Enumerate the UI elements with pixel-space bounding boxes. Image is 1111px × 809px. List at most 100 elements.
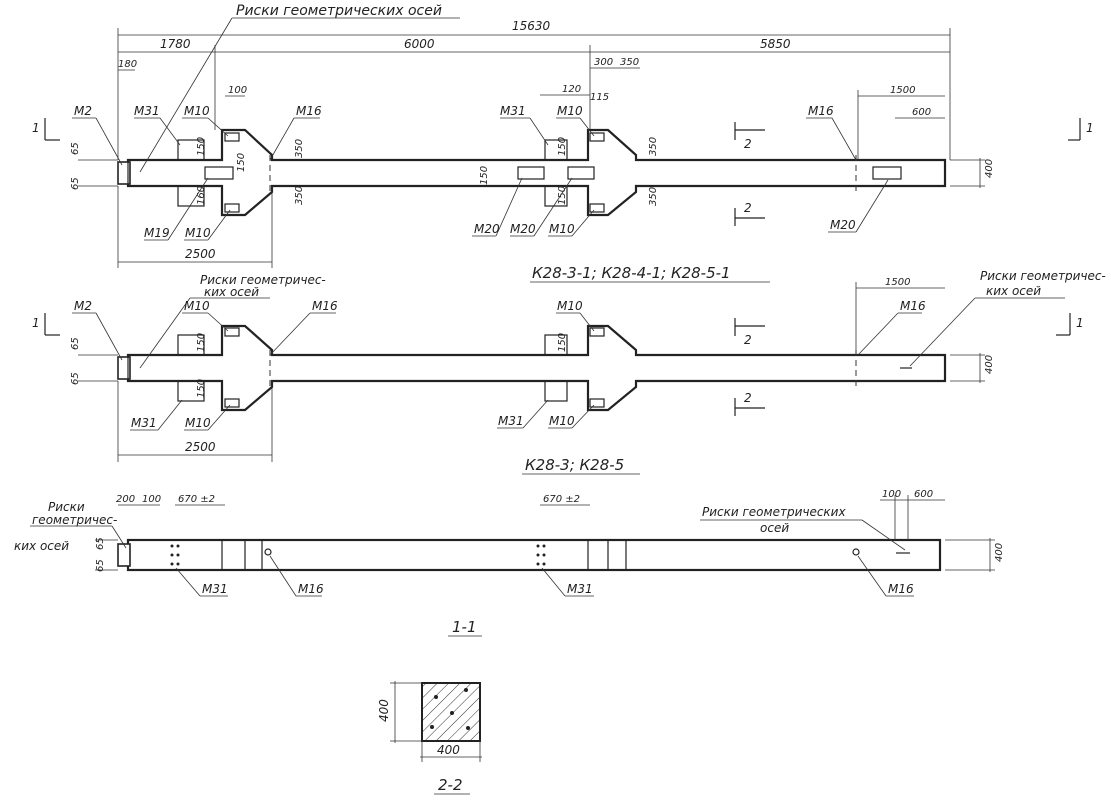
label-marks-plan-right-2: осей [760, 521, 789, 535]
section-mark-2-bottom: 2 [744, 201, 752, 215]
dim-100-b: 100 [882, 489, 901, 500]
dim-6000: 6000 [404, 37, 435, 51]
dim-600-plan: 600 [914, 489, 933, 500]
label-marks-left-1: Риски геометричес- [200, 273, 326, 287]
dim-350-top: 350 [620, 57, 639, 68]
label-m10-b-2: М10 [557, 299, 583, 313]
label-m16-a: М16 [296, 104, 322, 118]
embed-m31-plan-mid [536, 544, 546, 566]
label-marks-plan-left-1: Риски [48, 500, 85, 514]
dim-350-a: 350 [294, 139, 305, 158]
embed-m31-mid-bottom-2 [544, 380, 568, 402]
dim-2500-2: 2500 [185, 440, 216, 454]
embed-m10-top-mid [589, 132, 605, 142]
dim-160: 160 [196, 186, 207, 205]
embed-m31-bottom [177, 185, 205, 207]
elevation-2: 400 65 65 150 150 150 1500 2500 Риски ге… [32, 269, 1106, 475]
embed-m31-mid-top-2 [544, 334, 568, 356]
dim-300: 300 [594, 57, 613, 68]
dim-65-a-2: 65 [70, 337, 81, 350]
section-mark-2-top-2: 2 [744, 333, 752, 347]
label-m31-plan-b: М31 [567, 582, 593, 596]
elevation-2-title: К28-3; К28-5 [525, 456, 624, 474]
label-m20-b: М20 [510, 222, 536, 236]
embed-m19 [204, 166, 234, 180]
dim-65-a: 65 [70, 142, 81, 155]
anchor-plate-m2 [117, 161, 131, 185]
dim-115: 115 [590, 92, 609, 103]
label-m16-plan-b: М16 [888, 582, 914, 596]
embed-m31-top-2 [177, 334, 205, 356]
label-marks-plan-left-2: геометричес- [32, 513, 117, 527]
label-m20-a: М20 [474, 222, 500, 236]
embed-m20-right [872, 166, 902, 180]
label-m16-a-2: М16 [312, 299, 338, 313]
plan-view: 200 100 670 ±2 670 ±2 100 600 65 65 400 … [14, 489, 1005, 637]
label-marks-right-2: ких осей [986, 284, 1041, 298]
dim-5850: 5850 [760, 37, 791, 51]
label-m10-b: М10 [557, 104, 583, 118]
dim-150-c: 150 [479, 166, 490, 185]
anchor-plate-plan [117, 543, 131, 567]
embed-m10-bottom-mid [589, 203, 605, 213]
label-marks-plan-left-3: ких осей [14, 539, 69, 553]
embed-m10-bottom-left-2 [224, 398, 240, 408]
dim-150-d: 150 [557, 137, 568, 156]
embed-m20-a [517, 166, 545, 180]
dim-670-a: 670 ±2 [178, 494, 215, 505]
label-m16-b: М16 [808, 104, 834, 118]
label-m10-a: М10 [184, 104, 210, 118]
dim-180: 180 [118, 59, 137, 70]
dim-600: 600 [912, 107, 931, 118]
dim-400: 400 [984, 159, 995, 178]
embed-m10-bottom-mid-2 [589, 398, 605, 408]
embed-m10-top-left [224, 132, 240, 142]
embed-m31-mid-top [544, 139, 568, 161]
embed-m20-b [567, 166, 595, 180]
label-m2-2: М2 [74, 299, 92, 313]
section-mark-2-bottom-2: 2 [744, 391, 752, 405]
label-m16-b-2: М16 [900, 299, 926, 313]
dim-350-c: 350 [648, 137, 659, 156]
elevation-1-title: К28-3-1; К28-4-1; К28-5-1 [532, 264, 731, 282]
section-mark-1-right-2: 1 [1076, 316, 1084, 330]
anchor-plate-m2-2 [117, 356, 131, 380]
label-m31-b-2: М31 [498, 414, 524, 428]
label-m31: М31 [134, 104, 160, 118]
dim-120: 120 [562, 84, 581, 95]
label-m31-plan-a: М31 [202, 582, 228, 596]
dim-150-a: 150 [196, 137, 207, 156]
dim-65-a-plan: 65 [95, 537, 106, 550]
label-marks-plan-right-1: Риски геометрических [702, 505, 846, 519]
dim-150-a-2: 150 [196, 333, 207, 352]
embed-m31-top [177, 139, 205, 161]
dim-1780: 1780 [160, 37, 191, 51]
section-1-1-title: 1-1 [452, 618, 477, 636]
dim-400-2: 400 [984, 355, 995, 374]
dim-100-a: 100 [142, 494, 161, 505]
label-m10-c-2: М10 [185, 416, 211, 430]
embed-m10-top-mid-2 [589, 327, 605, 337]
label-marks-left-2: ких осей [204, 285, 259, 299]
dim-1500-2: 1500 [885, 277, 910, 288]
embed-m16-plan-right [852, 548, 860, 556]
label-marks-title: Риски геометрических осей [236, 3, 442, 19]
label-m31-a-2: М31 [131, 416, 157, 430]
dim-65-b-2: 65 [70, 372, 81, 385]
label-m10-a-2: М10 [184, 299, 210, 313]
section-mark-2-top: 2 [744, 137, 752, 151]
section-mark-1-right: 1 [1086, 121, 1094, 135]
column-plan-outline [126, 538, 942, 572]
dim-1500: 1500 [890, 85, 915, 96]
column-outline-2 [126, 324, 947, 412]
section-mark-1-left-2: 1 [32, 316, 40, 330]
dim-150-b: 150 [236, 153, 247, 172]
embed-m31-bottom-2 [177, 380, 205, 402]
dim-350-d: 350 [648, 187, 659, 206]
section-2-2-title: 2-2 [438, 776, 463, 794]
embed-m10-bottom-left [224, 203, 240, 213]
label-m10-d: М10 [549, 222, 575, 236]
column-outline-1 [126, 128, 947, 217]
dimension-chain-top: 15630 1780 6000 5850 180 100 300 350 120… [117, 19, 951, 160]
